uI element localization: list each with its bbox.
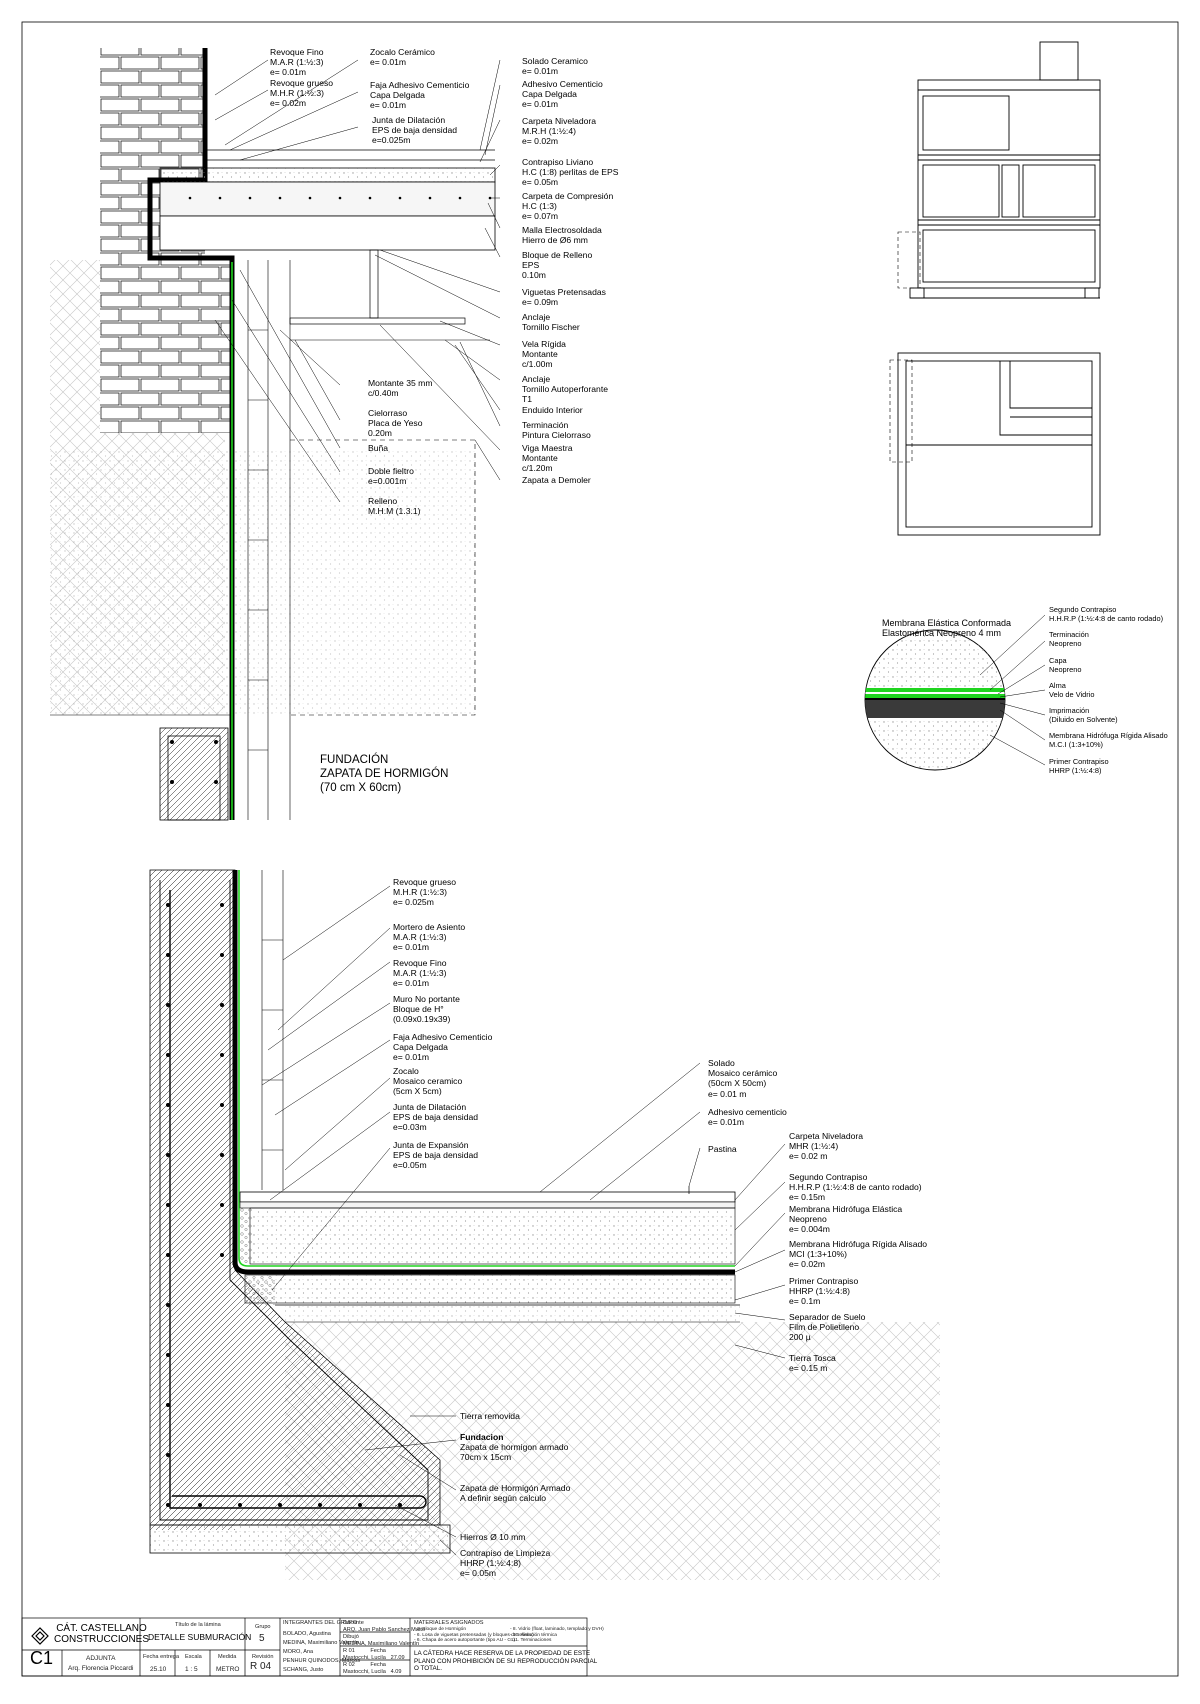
label-zapata-demoler: Zapata a Demoler [522, 475, 591, 485]
label-montante: Montante 35 mm c/0.40m [368, 378, 433, 399]
label-membrana-elastica-lower: Membrana Hidrófuga Elástica Neopreno e= … [789, 1204, 903, 1235]
membrane-label-hidrofuga-rigida: Membrana Hidrófuga Rígida Alisado M.C.I … [1049, 731, 1168, 749]
title-block-school: CÁT. CASTELLANO CONSTRUCCIONES [54, 1623, 150, 1645]
label-junta-dilatacion: Junta de Dilatación EPS de baja densidad… [372, 115, 458, 146]
label-tierra-removida: Tierra removida [460, 1411, 520, 1421]
label-zapata-armado: Zapata de Hormigón Armado A definir segú… [460, 1483, 571, 1504]
label-anclaje-autoperforante: Anclaje Tornillo Autoperforante T1 [522, 374, 608, 405]
fundacion-title: FUNDACIÓN ZAPATA DE HORMIGÓN (70 cm X 60… [320, 754, 449, 794]
label-buna: Buña [368, 443, 389, 453]
title-block-title: DETALLE SUBMURACIÓN [148, 1632, 252, 1642]
label-adhesivo-cementicio: Adhesivo Cementicio Capa Delgada e= 0.01… [522, 79, 603, 110]
label-enduido-interior: Enduido Interior [522, 405, 583, 415]
label-contrapiso-limpieza: Contrapiso de Limpieza HHRP (1:½:4:8) e=… [460, 1548, 551, 1579]
title-block-medida: METRO [216, 1666, 240, 1673]
title-block-adjunta-label: ADJUNTA [86, 1655, 116, 1662]
title-block-escala: 1 : 5 [185, 1666, 198, 1673]
title-block-revision-label: Revisión [252, 1654, 274, 1660]
title-block-revision-2: R 02 Fecha Mastocchi, Lucila 4.09 [343, 1662, 402, 1675]
label-revoque-grueso: Revoque grueso M.H.R (1:½:3) e= 0.02m [270, 78, 334, 109]
label-adhesivo-cementicio-lower: Adhesivo cementicio e= 0.01m [708, 1107, 787, 1128]
label-solado-mosaico: Solado Mosaico cerámico (50cm X 50cm) e=… [708, 1058, 778, 1099]
label-contrapiso-liviano: Contrapiso Liviano H.C (1:8) perlitas de… [522, 157, 619, 188]
label-mortero-asiento: Mortero de Asiento M.A.R (1:½:3) e= 0.01… [393, 922, 466, 953]
label-tierra-tosca: Tierra Tosca e= 0.15 m [789, 1353, 836, 1374]
label-viga-maestra: Viga Maestra Montante c/1.20m [522, 443, 573, 474]
title-block-revision: R 04 [250, 1661, 272, 1672]
label-anclaje-fischer: Anclaje Tornillo Fischer [522, 312, 580, 333]
title-block-grupo-label: Grupo [255, 1624, 271, 1630]
membrane-label-imprimacion: Imprimación (Diluido en Solvente) [1049, 706, 1118, 724]
title-block-fecha: 25.10 [150, 1666, 167, 1673]
label-revoque-fino: Revoque Fino M.A.R (1:½:3) e= 0.01m [270, 47, 324, 78]
membrane-label-terminacion: Terminación Neopreno [1049, 630, 1089, 648]
title-block-integrantes-label: INTEGRANTES DEL GRUPO [283, 1620, 358, 1626]
title-block-adjunta-name: Arq. Florencia Piccardi [68, 1665, 134, 1672]
title-block-fecha-label: Fecha entrega [143, 1654, 180, 1660]
label-membrana-rigida-lower: Membrana Hidrófuga Rígida Alisado MCI (1… [789, 1239, 928, 1270]
label-separador-suelo: Separador de Suelo Film de Polietileno 2… [789, 1312, 866, 1343]
label-bloque-relleno: Bloque de Relleno EPS 0.10m [522, 250, 593, 281]
title-block-grupo: 5 [259, 1633, 265, 1644]
label-fundacion-zapata: Fundacion Zapata de hormigon armado 70cm… [460, 1432, 569, 1463]
label-junta-dilatacion-lower: Junta de Dilatación EPS de baja densidad… [393, 1102, 479, 1133]
label-carpeta-niveladora: Carpeta Niveladora M.R.H (1:½:4) e= 0.02… [522, 116, 597, 147]
title-block-title-label: Título de la lámina [175, 1622, 221, 1628]
title-block-dibujo: Dibujó MEDINA, Maximiliano Valentín [343, 1634, 420, 1647]
label-zocalo-ceramico: Zocalo Cerámico e= 0.01m [370, 47, 435, 68]
label-junta-expansion: Junta de Expansión EPS de baja densidad … [393, 1140, 479, 1171]
title-block-escala-label: Escala [185, 1654, 202, 1660]
title-block-sheet-code: C1 [30, 1648, 54, 1668]
label-revoque-grueso-lower: Revoque grueso M.H.R (1:½:3) e= 0.025m [393, 877, 457, 908]
membrane-label-alma: Alma Velo de Vidrio [1049, 681, 1095, 699]
label-primer-contrapiso-lower: Primer Contrapiso HHRP (1:½:4:8) e= 0.1m [789, 1276, 859, 1307]
label-vela-rigida: Vela Rígida Montante c/1.00m [522, 339, 566, 370]
membrane-label-capa: Capa Neopreno [1049, 656, 1082, 674]
label-hierros: Hierros Ø 10 mm [460, 1532, 526, 1542]
label-viguetas-pretensadas: Viguetas Pretensadas e= 0.09m [522, 287, 606, 308]
title-block-medida-label: Medida [218, 1654, 237, 1660]
school-logo [31, 1627, 49, 1645]
label-cielorraso: Cielorraso Placa de Yeso 0.20m [368, 408, 423, 439]
membrane-detail-title: Membrana Elástica Conformada Elastoméric… [882, 618, 1012, 639]
label-zocalo-mosaico: Zocalo Mosaico ceramico (5cm X 5cm) [393, 1066, 463, 1097]
title-block-materiales-a: - 2. Bloque de Hormigón - 6. Losa de vig… [414, 1627, 534, 1643]
membrane-label-primer-contrapiso: Primer Contrapiso HHRP (1:½:4:8) [1049, 757, 1109, 775]
label-faja-adhesivo-lower: Faja Adhesivo Cementicio Capa Delgada e=… [393, 1032, 493, 1063]
title-block-disclaimer: LA CÁTEDRA HACE RESERVA DE LA PROPIEDAD … [414, 1650, 598, 1672]
label-pastina: Pastina [708, 1144, 737, 1154]
label-carpeta-niveladora-lower: Carpeta Niveladora MHR (1:½:4) e= 0.02 m [789, 1131, 864, 1162]
label-faja-adhesivo: Faja Adhesivo Cementicio Capa Delgada e=… [370, 80, 470, 111]
label-doble-fieltro: Doble fieltro e=0.001m [368, 466, 414, 487]
label-terminacion-pintura: Terminación Pintura Cielorraso [522, 420, 591, 441]
membrane-label-segundo-contrapiso: Segundo Contrapiso H.H.R.P (1:½:4:8 de c… [1049, 605, 1164, 623]
title-block-integrantes: BOLADO, Agustina MEDINA, Maximiliano Val… [283, 1631, 361, 1673]
title-block-materiales-b: - 8. Vidrio (float, laminado, templado y… [510, 1627, 604, 1643]
label-malla-electrosoldada: Malla Electrosoldada Hierro de Ø6 mm [522, 225, 602, 246]
label-segundo-contrapiso-lower: Segundo Contrapiso H.H.R.P (1:½:4:8 de c… [789, 1172, 922, 1203]
title-block-revision-1: R 01 Fecha Mastocchi, Lucila 27.09 [343, 1648, 405, 1661]
label-relleno: Relleno M.H.M (1.3.1) [368, 496, 421, 517]
title-block-docente: Docente ARQ. Juan Pablo Sanchez Matto [343, 1620, 426, 1633]
label-muro-no-portante: Muro No portante Bloque de H° (0.09x0.19… [393, 994, 460, 1025]
label-solado-ceramico: Solado Ceramico e= 0.01m [522, 56, 588, 77]
label-revoque-fino-lower: Revoque Fino M.A.R (1:½:3) e= 0.01m [393, 958, 447, 989]
label-carpeta-compresion: Carpeta de Compresión H.C (1:3) e= 0.07m [522, 191, 614, 222]
title-block-materiales-label: MATERIALES ASIGNADOS [414, 1620, 484, 1626]
